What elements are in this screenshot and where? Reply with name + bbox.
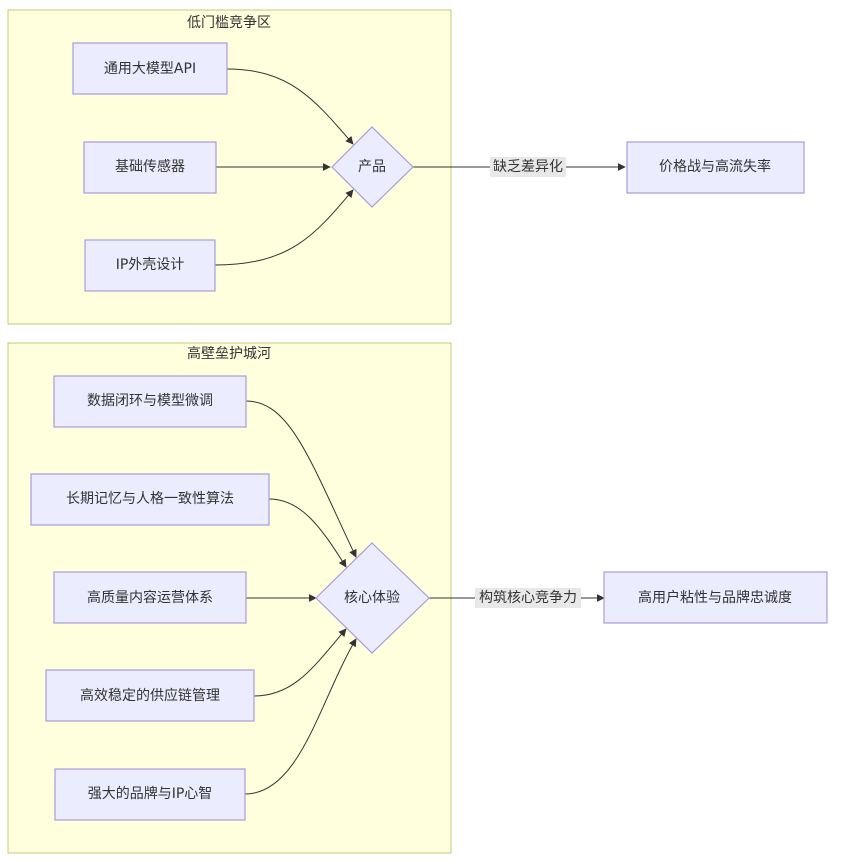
edge-api-to-product xyxy=(226,68,354,145)
edge-supply-to-core xyxy=(253,628,347,697)
edge-label-no-differentiation: 缺乏差异化 xyxy=(490,157,566,177)
edge-ipdesign-to-product xyxy=(214,189,354,266)
edge-brand-to-core xyxy=(244,638,357,795)
cluster-high-barrier-title: 高壁垒护城河 xyxy=(187,345,271,362)
svg-text:价格战与高流失率: 价格战与高流失率 xyxy=(659,158,771,175)
svg-text:高质量内容运营体系: 高质量内容运营体系 xyxy=(87,589,213,606)
node-core-experience-decision[interactable]: 核心体验 xyxy=(315,542,430,654)
node-price-war[interactable]: 价格战与高流失率 xyxy=(626,141,805,194)
svg-text:长期记忆与人格一致性算法: 长期记忆与人格一致性算法 xyxy=(66,491,234,507)
svg-text:通用大模型API: 通用大模型API xyxy=(104,61,196,77)
svg-text:缺乏差异化: 缺乏差异化 xyxy=(493,159,563,175)
node-product-decision[interactable]: 产品 xyxy=(331,126,414,208)
edge-label-core-competitiveness: 构筑核心竞争力 xyxy=(475,588,581,608)
node-basic-sensor[interactable]: 基础传感器 xyxy=(83,141,217,194)
node-content-operations[interactable]: 高质量内容运营体系 xyxy=(53,571,247,624)
node-supply-chain[interactable]: 高效稳定的供应链管理 xyxy=(45,669,255,722)
svg-text:高用户粘性与品牌忠诚度: 高用户粘性与品牌忠诚度 xyxy=(638,589,792,606)
node-long-term-memory[interactable]: 长期记忆与人格一致性算法 xyxy=(30,473,270,526)
cluster-low-barrier-title: 低门槛竞争区 xyxy=(187,14,271,31)
svg-text:高效稳定的供应链管理: 高效稳定的供应链管理 xyxy=(80,687,220,704)
svg-text:强大的品牌与IP心智: 强大的品牌与IP心智 xyxy=(88,785,213,802)
svg-text:基础传感器: 基础传感器 xyxy=(115,158,185,175)
svg-text:构筑核心竞争力: 构筑核心竞争力 xyxy=(479,589,577,606)
svg-text:产品: 产品 xyxy=(358,159,386,175)
node-ip-shell-design[interactable]: IP外壳设计 xyxy=(84,239,216,292)
svg-text:数据闭环与模型微调: 数据闭环与模型微调 xyxy=(87,393,213,409)
node-general-llm-api[interactable]: 通用大模型API xyxy=(72,42,228,95)
node-data-loop[interactable]: 数据闭环与模型微调 xyxy=(53,375,247,428)
svg-text:IP外壳设计: IP外壳设计 xyxy=(116,256,185,273)
edge-dataloop-to-core xyxy=(245,400,357,558)
svg-text:核心体验: 核心体验 xyxy=(344,590,400,606)
node-brand-ip[interactable]: 强大的品牌与IP心智 xyxy=(54,768,246,821)
edge-memory-to-core xyxy=(268,498,347,568)
node-user-loyalty[interactable]: 高用户粘性与品牌忠诚度 xyxy=(603,571,828,624)
